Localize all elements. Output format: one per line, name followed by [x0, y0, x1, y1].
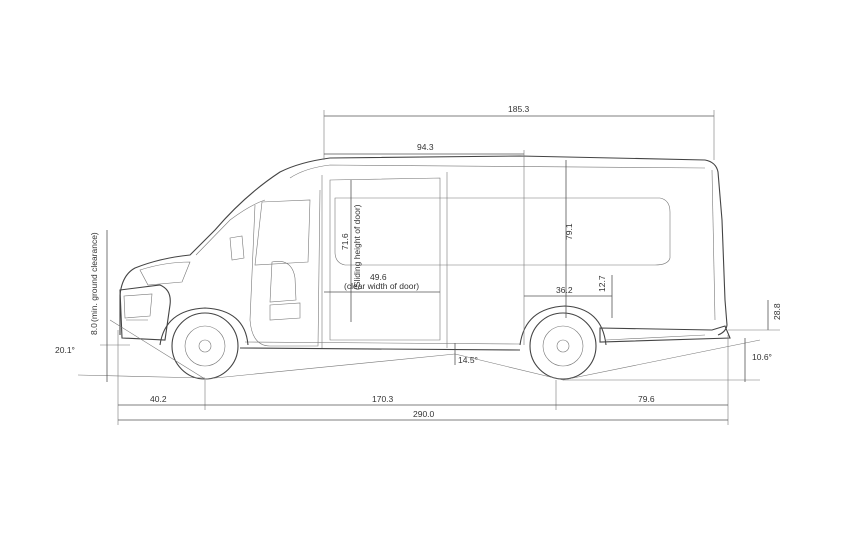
dim-ground-clearance-note: (min. ground clearance) — [89, 232, 99, 322]
dim-wheel-arch-height: 12.7 — [597, 275, 607, 292]
rear-wheel — [529, 312, 597, 380]
dim-departure-angle: 10.6° — [752, 352, 772, 362]
dim-wheelbase: 170.3 — [372, 394, 394, 404]
dim-interior-height: 79.1 — [564, 223, 574, 240]
dimension-94 — [324, 150, 525, 345]
dim-door-clear-width: 49.6 — [370, 272, 387, 282]
dim-ground-clearance: 8.0 — [89, 323, 99, 335]
dim-rear-overhang: 79.6 — [638, 394, 655, 404]
dim-wheel-arch-width: 36.2 — [556, 285, 573, 295]
dim-sliding-door-height: 71.6 — [340, 233, 350, 250]
van-body-outline — [119, 155, 731, 351]
dim-overall-length: 290.0 — [413, 409, 435, 419]
angle-lines — [77, 319, 761, 381]
dim-sliding-door-height-note: (Sliding height of door) — [352, 204, 362, 290]
dim-door-clear-width-note: (clear width of door) — [344, 281, 419, 291]
dim-overall-length-upper: 185.3 — [508, 104, 530, 114]
dim-side-door-span: 94.3 — [417, 142, 434, 152]
dimension-185 — [323, 110, 715, 160]
dim-ramp-angle: 14.5° — [458, 355, 478, 365]
dim-rear-floor-height: 28.8 — [772, 303, 782, 320]
dim-front-overhang: 40.2 — [150, 394, 167, 404]
dim-approach-angle: 20.1° — [55, 345, 75, 355]
front-wheel — [171, 312, 239, 380]
